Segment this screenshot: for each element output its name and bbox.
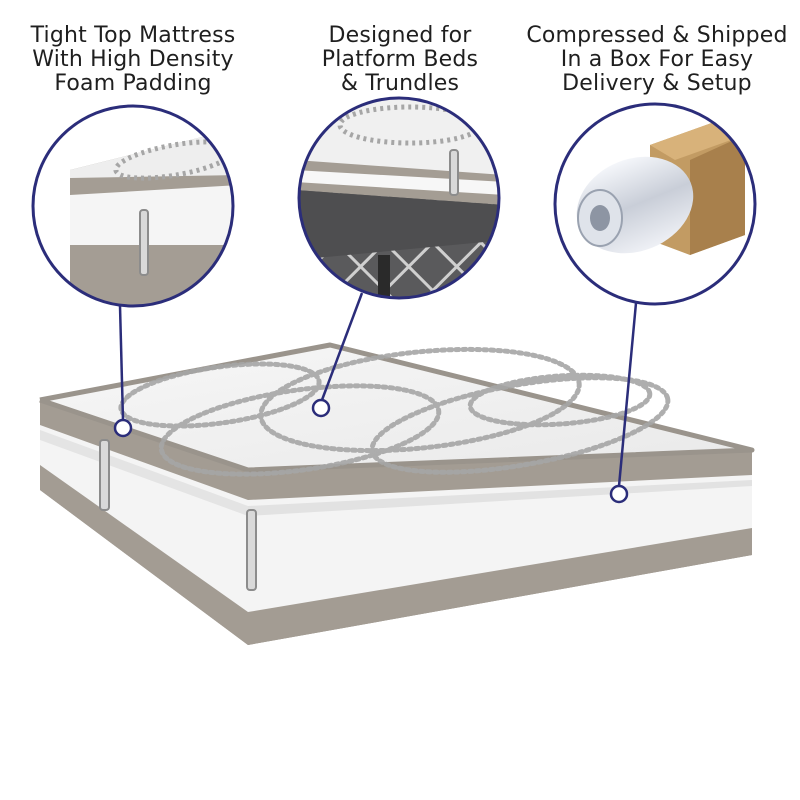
callout-text-platform: Designed for Platform Beds & Trundles (290, 24, 510, 96)
leader-line-platform (320, 292, 364, 401)
mattress-handle (246, 509, 257, 591)
anchor-dot-foam (113, 418, 133, 438)
callout-line: Designed for (328, 23, 472, 48)
callout-image-boxed-mattress (555, 104, 755, 304)
callout-line: Tight Top Mattress (30, 23, 236, 48)
anchor-dot-platform (311, 398, 331, 418)
quilt-pattern (118, 346, 671, 477)
mattress-top (40, 345, 752, 470)
callout-line: Delivery & Setup (562, 71, 752, 96)
callout-circle-box (553, 102, 757, 306)
leader-line-box (617, 302, 638, 487)
mattress (39, 342, 755, 645)
mattress-handle (99, 439, 110, 511)
leader-line-foam (118, 305, 125, 421)
callout-line: Foam Padding (54, 71, 212, 96)
callout-line: & Trundles (340, 71, 460, 96)
callout-circle-foam (31, 104, 235, 308)
callout-line: Platform Beds (321, 47, 479, 72)
callout-image-foam-corner (33, 106, 233, 306)
callout-line: Compressed & Shipped (526, 23, 788, 48)
callout-line: In a Box For Easy (560, 47, 754, 72)
callout-image-platform-bed (299, 98, 499, 298)
callout-text-box: Compressed & Shipped In a Box For Easy D… (522, 24, 792, 96)
callout-text-foam: Tight Top Mattress With High Density Foa… (18, 24, 248, 96)
callout-line: With High Density (32, 47, 234, 72)
callout-circle-platform (297, 96, 501, 300)
anchor-dot-box (609, 484, 629, 504)
